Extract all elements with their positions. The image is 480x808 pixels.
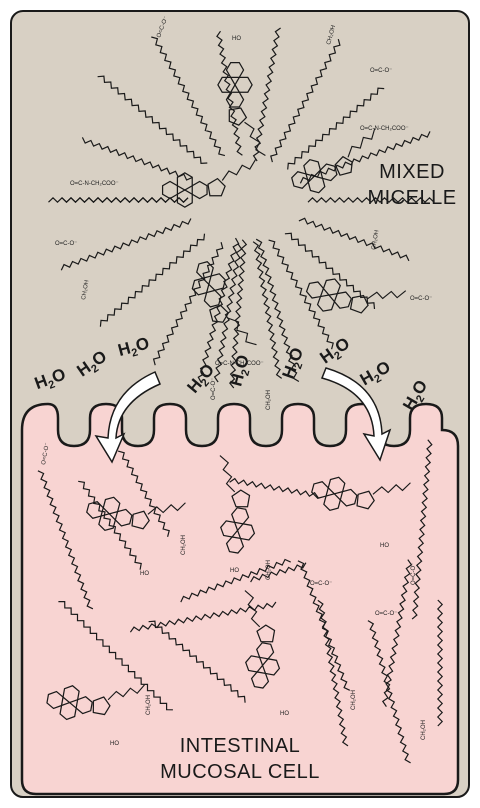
sterol-molecule — [217, 61, 266, 156]
chemical-group-label: CH₂OH — [81, 280, 90, 301]
chemical-group-label: O=C-O⁻ — [411, 563, 417, 585]
chemical-group-label: O=C-N-CH₂COO⁻ — [70, 181, 119, 187]
micelle-chain — [287, 87, 385, 170]
cell-chain — [411, 439, 433, 620]
chemical-group-label: HO — [230, 568, 239, 574]
cell-chain — [229, 477, 319, 499]
micelle-chain — [270, 38, 341, 163]
cell-chain — [381, 559, 413, 707]
micelle-label-line1: MIXED — [379, 161, 445, 183]
micelle-chain — [307, 196, 435, 204]
chemical-group-label: HO — [380, 543, 389, 549]
sterol-molecule — [191, 261, 257, 346]
cell-chain — [117, 450, 170, 537]
sterol-molecule — [305, 278, 407, 314]
chemical-group-label: CH₂OH — [266, 560, 272, 580]
cell-chain — [58, 600, 173, 711]
chemical-group-label: CH₂OH — [421, 720, 427, 740]
chemical-group-label: O=C-O⁻ — [55, 241, 77, 247]
sterol-molecule — [311, 476, 411, 512]
chemical-group-label: HO — [232, 36, 241, 42]
micelle-chain — [61, 196, 189, 204]
chemical-group-labels: O=C-O⁻ CH₂OH O=C-O⁻ O=C-N-CH₂COO⁻ O=C-N-CH₂C… — [41, 16, 432, 747]
sterol-molecule — [244, 590, 281, 689]
chemical-group-label: O=C-N-CH₂COO⁻ — [360, 126, 409, 132]
cell-sterol-molecules — [46, 455, 411, 721]
sterol-molecule — [291, 128, 376, 194]
micelle-sterol-molecules — [161, 61, 407, 346]
water-label: H2O — [278, 345, 309, 382]
cell-chain — [250, 562, 307, 583]
cell-chain — [78, 480, 142, 570]
cell-chain — [317, 599, 349, 747]
chemical-group-label: O=C-O⁻ — [310, 581, 332, 587]
cell-label-line2: MUCOSAL CELL — [160, 761, 320, 783]
micelle-chain — [97, 75, 208, 165]
chemical-group-label: CH₂OH — [351, 690, 357, 710]
sterol-molecule — [161, 159, 256, 208]
chemical-group-label: O=C-O⁻ — [375, 611, 397, 617]
cell-chain — [180, 558, 291, 603]
micelle-chain — [228, 239, 248, 389]
absorption-arrow-left — [94, 371, 161, 464]
micelle-chain — [252, 27, 281, 162]
micelle-fatty-acid-chains — [48, 27, 435, 389]
water-label: H2O — [116, 333, 152, 362]
cell-chain — [367, 620, 411, 764]
micelle-chain — [216, 30, 243, 156]
cell-chain — [436, 599, 444, 727]
chemical-group-label: CH₂OH — [181, 535, 187, 555]
micelle-chain — [255, 238, 300, 383]
micelle-chain — [197, 237, 240, 383]
water-label: H2O — [226, 353, 255, 389]
cell-chain — [148, 620, 246, 703]
chemical-group-label: O=C-O⁻ — [370, 68, 392, 74]
water-label: H2O — [32, 364, 69, 395]
sterol-molecule — [46, 684, 145, 721]
sterol-molecule — [86, 496, 186, 532]
sterol-molecule — [219, 455, 256, 554]
micelle-chain — [81, 137, 193, 181]
chemical-group-label: O=C-O⁻ — [410, 296, 432, 302]
cell-label-line1: INTESTINAL — [180, 735, 301, 757]
micelle-chain — [268, 239, 334, 350]
chemical-group-label: HO — [140, 571, 149, 577]
chemical-group-label: HO — [280, 711, 289, 717]
micelle-chain — [151, 36, 226, 157]
chemical-group-label: O=C-O⁻ — [211, 378, 217, 400]
chemical-group-label: HO — [110, 741, 119, 747]
absorption-arrow-right — [320, 367, 392, 462]
chemical-group-label: O=C-O⁻ — [41, 442, 51, 465]
micelle-chain — [60, 218, 192, 271]
micelle-chain — [99, 233, 206, 327]
micelle-chain — [152, 242, 224, 366]
chemical-group-label: CH₂OH — [371, 230, 380, 251]
chemical-group-label: O=C-N-CH₂COO⁻ — [215, 361, 264, 367]
chemical-group-label: CH₂OH — [146, 695, 152, 715]
cell-chain — [37, 470, 94, 610]
micelle-chain — [284, 232, 376, 310]
chemical-group-label: CH₂OH — [326, 25, 337, 46]
chemical-group-label: CH₂OH — [266, 390, 272, 410]
intestinal-mucosal-cell — [20, 402, 460, 796]
micelle-chain — [252, 241, 283, 379]
micelle-chain — [298, 217, 410, 262]
